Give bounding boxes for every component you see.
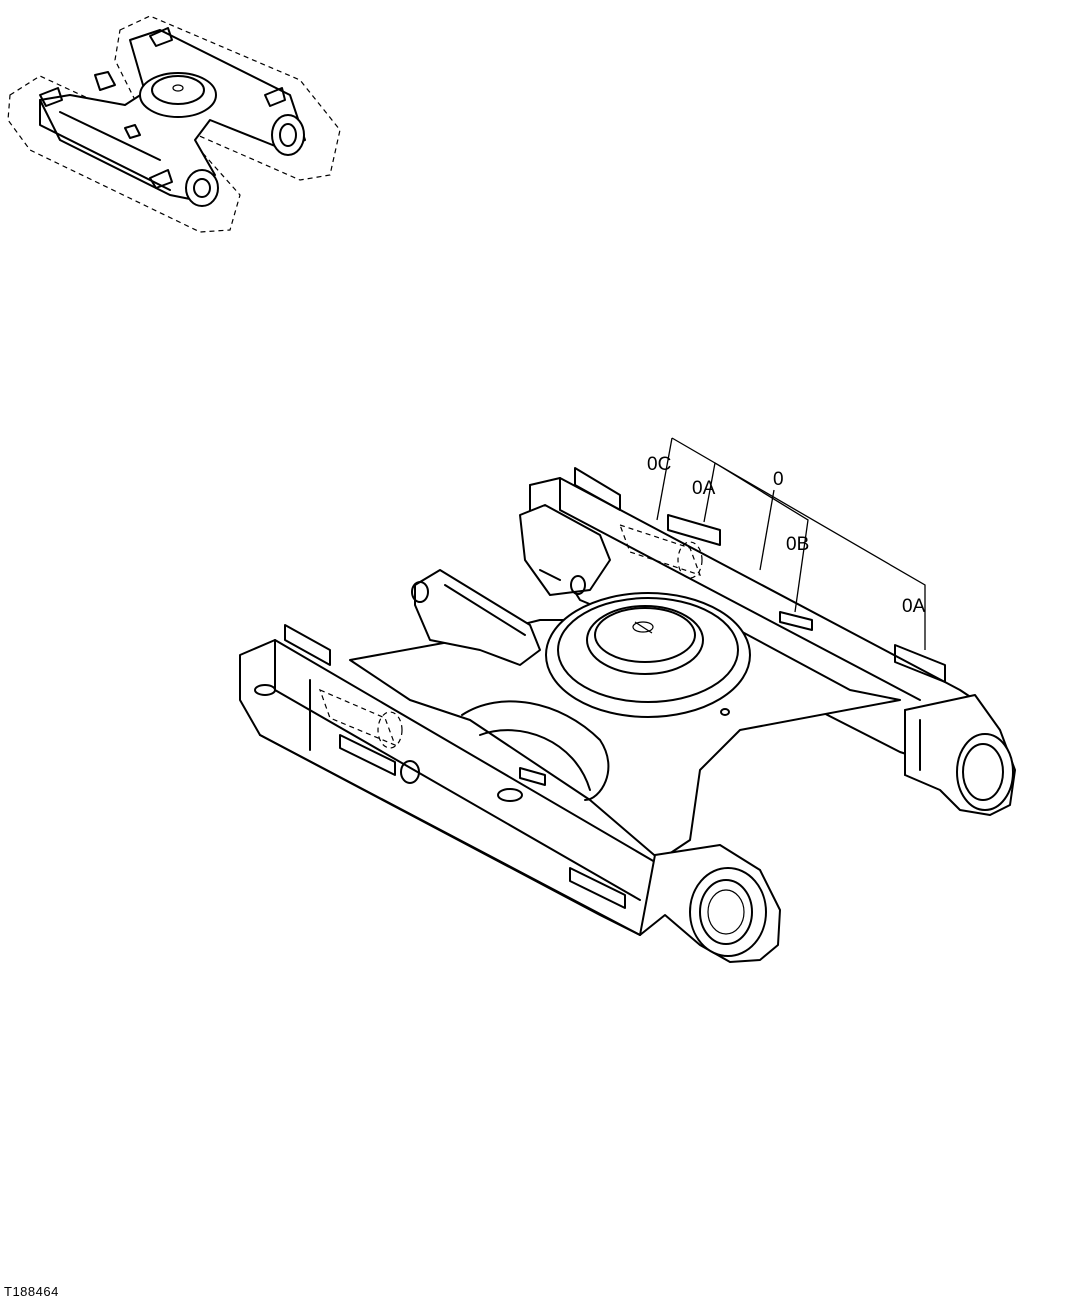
pad-lower-left-1 bbox=[339, 734, 396, 776]
callout-0B: 0B bbox=[786, 534, 810, 555]
callout-0: 0 bbox=[773, 469, 784, 490]
callout-0C: 0C bbox=[647, 454, 672, 475]
figure-id: T188464 bbox=[4, 1284, 59, 1299]
bracket-arm-left bbox=[414, 569, 541, 666]
callout-0A-upper: 0A bbox=[692, 478, 716, 499]
pad-upper-right bbox=[574, 467, 621, 511]
locator-thumbnail bbox=[7, 15, 341, 233]
callout-leaders bbox=[656, 437, 926, 650]
pad-0B bbox=[779, 611, 813, 631]
pad-lower-left-2 bbox=[569, 867, 626, 909]
callout-0A-lower: 0A bbox=[902, 596, 926, 617]
hidden-cylinders bbox=[318, 524, 703, 749]
pad-0A-upper bbox=[667, 514, 721, 546]
bracket-plate-right bbox=[519, 504, 611, 596]
track-frame-main bbox=[239, 467, 1016, 963]
pad-upper-left bbox=[284, 624, 331, 666]
pad-0A-lower bbox=[894, 644, 946, 683]
